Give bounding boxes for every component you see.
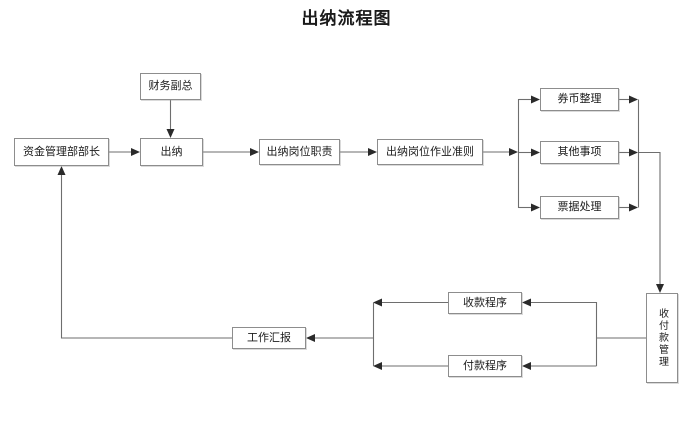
arrowhead-duties-to-guidelines (368, 148, 377, 156)
arrowhead-spine-to-currency (531, 95, 540, 104)
arrowhead-merge-to-paymgmt (656, 284, 664, 293)
node-work-report[interactable]: 工作汇报 (232, 327, 306, 349)
arrowhead-report-to-funddept (57, 166, 66, 175)
arrowhead-spine-to-bills (531, 203, 540, 212)
arrowhead-other-to-merge (629, 148, 638, 157)
node-bill-processing[interactable]: 票据处理 (540, 196, 619, 219)
arrowhead-vp-to-cashier (166, 129, 175, 138)
arrowhead-funddept-to-cashier (131, 148, 140, 156)
arrowhead-leftspine-to-receipt (522, 298, 531, 307)
node-payment-management[interactable]: 收付款管理 (646, 293, 678, 383)
node-other-matters[interactable]: 其他事项 (540, 141, 619, 164)
node-fund-dept-head[interactable]: 资金管理部部长 (14, 138, 109, 166)
page-title: 出纳流程图 (301, 9, 392, 29)
node-currency-sorting[interactable]: 券币整理 (540, 88, 619, 111)
arrowhead-leftmerge-to-report (306, 334, 315, 342)
edge-report-to-funddept (60, 173, 232, 339)
arrowhead-payout-to-leftmerge (373, 362, 382, 370)
arrowhead-receipt-to-leftmerge (373, 298, 382, 307)
arrowhead-bills-to-merge (629, 203, 638, 212)
arrowhead-cashier-to-duties (250, 148, 259, 156)
node-payout-procedure[interactable]: 付款程序 (448, 355, 522, 377)
edge-merge-down-to-paymgmt (638, 151, 661, 286)
arrowhead-guidelines-to-spine (509, 148, 518, 156)
arrowhead-leftspine-to-payout (522, 362, 531, 370)
node-cashier[interactable]: 出纳 (140, 138, 203, 166)
node-work-guidelines[interactable]: 出纳岗位作业准则 (377, 139, 483, 165)
node-post-duties[interactable]: 出纳岗位职责 (259, 139, 340, 165)
arrowhead-currency-to-merge (629, 95, 638, 104)
node-finance-vp[interactable]: 财务副总 (140, 73, 201, 100)
node-receipt-procedure[interactable]: 收款程序 (448, 292, 522, 314)
arrowhead-spine-to-other (531, 148, 540, 157)
